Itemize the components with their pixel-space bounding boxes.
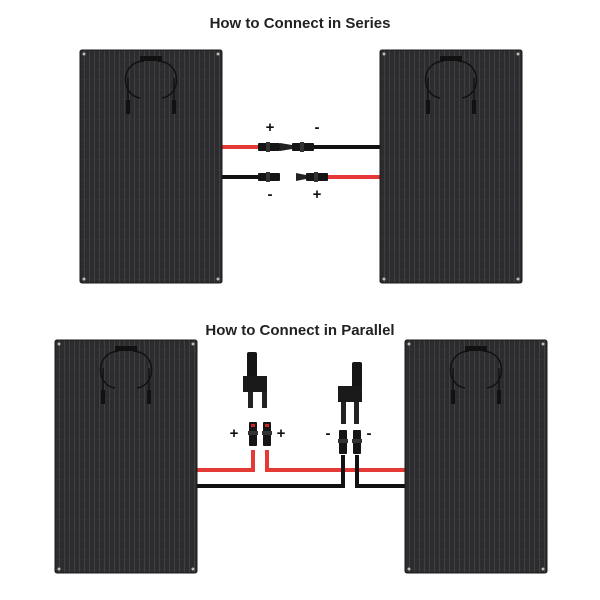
series-connector-neg-2 bbox=[258, 172, 280, 182]
series-label-top-left: + bbox=[265, 119, 275, 136]
series-title: How to Connect in Series bbox=[209, 15, 391, 32]
parallel-negative-wire-left bbox=[197, 455, 345, 488]
parallel-label-neg-left: - bbox=[325, 425, 331, 442]
solar-panel-series-left bbox=[79, 49, 223, 284]
series-label-bottom-right: + bbox=[312, 186, 322, 203]
parallel-positive-wire-left bbox=[197, 450, 255, 472]
positive-branch-connector bbox=[243, 352, 272, 446]
parallel-label-pos-left: + bbox=[229, 425, 239, 442]
series-label-top-right: - bbox=[314, 119, 320, 136]
solar-panel-series-right bbox=[379, 49, 523, 284]
solar-panel-parallel-left bbox=[54, 339, 198, 574]
parallel-title: How to Connect in Parallel bbox=[205, 322, 395, 339]
parallel-negative-wire-right bbox=[355, 455, 405, 488]
series-connector-pos bbox=[258, 142, 292, 152]
series-connector-neg bbox=[292, 142, 314, 152]
negative-branch-connector bbox=[338, 362, 362, 454]
parallel-label-pos-right: + bbox=[276, 425, 286, 442]
series-connector-pos-2 bbox=[296, 172, 328, 182]
series-label-bottom-left: - bbox=[267, 186, 273, 203]
parallel-label-neg-right: - bbox=[366, 425, 372, 442]
solar-panel-parallel-right bbox=[404, 339, 548, 574]
parallel-positive-wire-right bbox=[265, 450, 405, 472]
